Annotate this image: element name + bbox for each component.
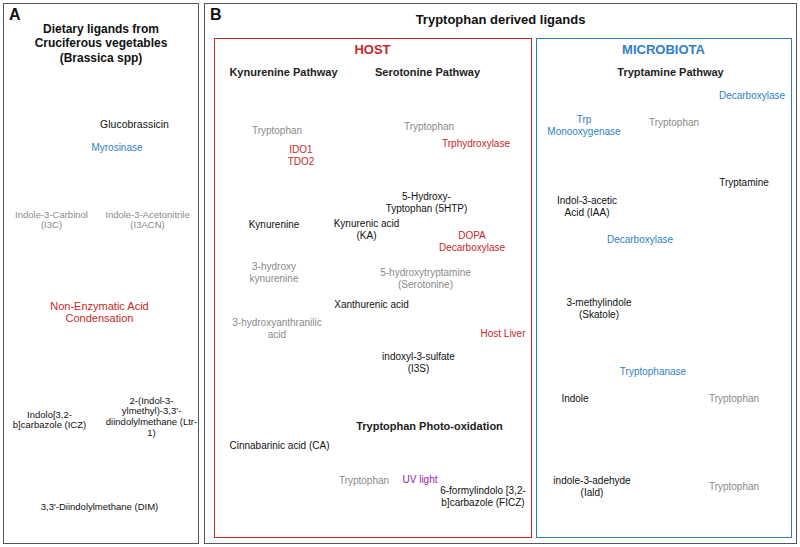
compound-node: Indolo[3,2-b]carbazole (ICZ) <box>6 372 94 433</box>
compound-node: Glucobrassicin <box>95 118 175 131</box>
panel-letter: A <box>4 4 198 24</box>
compound-name: 3-hydroxyanthranilic acid <box>227 317 327 340</box>
compound-name: Tryptamine <box>704 177 784 189</box>
region-title: MICROBIOTA <box>537 39 791 57</box>
compound-node: 5-Hydroxy-Typtophan (5HTP) <box>379 159 474 215</box>
compound-node: Non-Enzymatic Acid Condensation <box>30 300 170 326</box>
compound-node: Xanthurenic acid <box>334 257 409 312</box>
compound-name: Indole-3-Acetonitrile (I3ACN) <box>100 210 196 232</box>
region-box: HOSTTryptophanKynurenineKynurenic acid (… <box>214 38 532 538</box>
compound-node: 3,3'-Diindolylmethane (DIM) <box>35 462 165 514</box>
compound-node: Kynurenine <box>239 179 309 232</box>
compound-name: indole-3-adehyde (Iald) <box>547 475 637 498</box>
compound-name: Non-Enzymatic Acid Condensation <box>30 300 170 325</box>
compound-name: Indole-3-Carbinol (I3C) <box>10 210 94 232</box>
compound-node: 6-formylindolo [3,2-b]carbazole (FICZ) <box>439 439 527 509</box>
panel-box: BTryptophan derived ligandsHOSTTryptopha… <box>204 3 797 544</box>
compound-node: Tryptophan <box>237 95 317 138</box>
compound-name: 5-Hydroxy-Typtophan (5HTP) <box>379 191 474 214</box>
compound-name: Kynurenine <box>239 219 309 231</box>
compound-node: indoxyl-3-sulfate (I3S) <box>371 317 466 375</box>
compound-name: 3-hydroxy kynurenine <box>239 261 309 284</box>
compound-name: 5-hydroxytryptamine (Serotonine) <box>373 267 478 290</box>
region-title: HOST <box>215 39 531 57</box>
compound-name: Tryptophan <box>699 393 769 405</box>
compound-node: Cinnabarinic acid (CA) <box>227 384 332 453</box>
region-box: MICROBIOTATryptophanIndol-3-acetic Acid … <box>536 38 792 538</box>
compound-node: 5-hydroxytryptamine (Serotonine) <box>373 267 478 291</box>
compound-node: 3-hydroxy kynurenine <box>239 261 309 285</box>
compound-node: Indole-3-Acetonitrile (I3ACN) <box>100 168 196 233</box>
compound-node: Tryptophan <box>699 451 769 494</box>
compound-name: 6-formylindolo [3,2-b]carbazole (FICZ) <box>439 485 527 508</box>
compound-name: Tryptophan <box>639 117 709 129</box>
compound-node: Indol-3-acetic Acid (IAA) <box>547 159 627 219</box>
compound-name: Glucobrassicin <box>95 118 175 130</box>
compound-name: Tryptophan <box>329 475 399 487</box>
compound-name: Indole <box>547 393 603 405</box>
compound-node: Indole-3-Carbinol (I3C) <box>10 168 94 233</box>
compound-node: 3-hydroxyanthranilic acid <box>227 317 327 341</box>
compound-name: Kynurenic acid (KA) <box>329 218 404 241</box>
compound-name: 3-methylindole (Skatole) <box>559 297 639 320</box>
compound-name: Tryptophan <box>237 125 317 137</box>
compound-node: 2-(Indol-3-ylmethyl)-3,3'-diindolylmetha… <box>106 350 198 441</box>
compound-node: Tryptamine <box>704 137 784 190</box>
compound-name: 2-(Indol-3-ylmethyl)-3,3'-diindolylmetha… <box>106 396 198 440</box>
compound-name: Tryptophan <box>394 121 464 133</box>
compound-node: 3-methylindole (Skatole) <box>559 267 639 321</box>
compound-name: Cinnabarinic acid (CA) <box>227 440 332 452</box>
compound-name: Indolo[3,2-b]carbazole (ICZ) <box>6 410 94 432</box>
compound-node: Indole <box>547 361 603 406</box>
compound-node: Tryptophan <box>699 363 769 406</box>
panel-box: ADietary ligands from Cruciferous vegeta… <box>3 3 199 544</box>
panel-title: Tryptophan derived ligands <box>205 12 796 28</box>
compound-node: indole-3-adehyde (Iald) <box>547 439 637 499</box>
compound-name: indoxyl-3-sulfate (I3S) <box>371 351 466 374</box>
compound-name: Tryptophan <box>699 481 769 493</box>
panel-title: Dietary ligands from Cruciferous vegetab… <box>4 22 198 65</box>
compound-name: Indol-3-acetic Acid (IAA) <box>547 195 627 218</box>
compound-node: Tryptophan <box>329 445 399 488</box>
compound-node: Tryptophan <box>394 91 464 134</box>
compound-name: 3,3'-Diindolylmethane (DIM) <box>35 502 165 513</box>
compound-name: Xanthurenic acid <box>334 299 409 311</box>
compound-node: Tryptophan <box>639 87 709 130</box>
